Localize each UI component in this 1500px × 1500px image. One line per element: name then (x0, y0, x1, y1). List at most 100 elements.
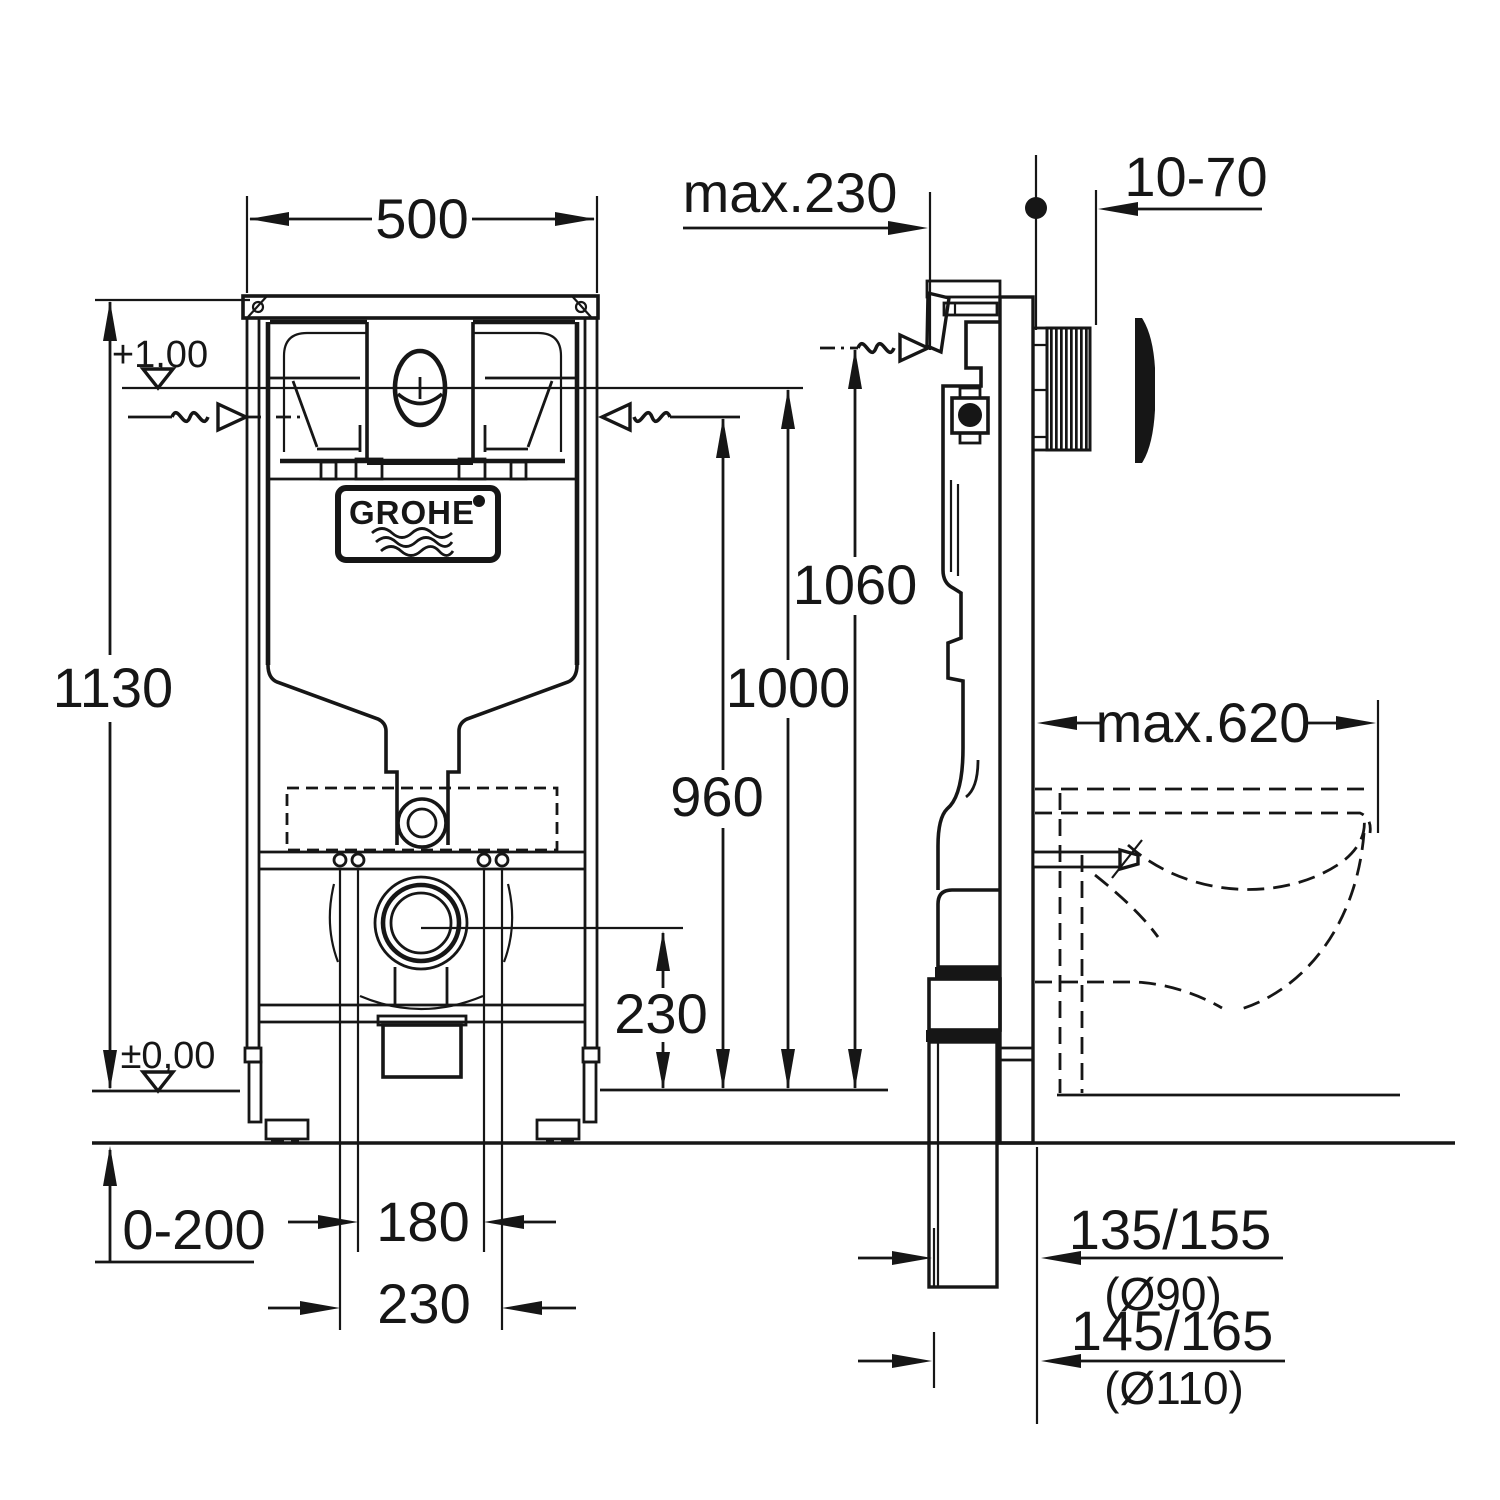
arrowhead-left (1041, 1354, 1081, 1368)
stud-rod-outer (338, 868, 504, 1330)
foot-plate-right (535, 1118, 581, 1141)
drain-outer-ring (373, 875, 469, 971)
arrowhead-up (848, 349, 862, 389)
drain-socket-lower (927, 977, 1002, 1032)
drain-outlet (328, 875, 514, 1079)
dim-sublabel: (Ø110) (1104, 1362, 1244, 1414)
drain-socket (381, 1023, 463, 1079)
foot-right (582, 1060, 598, 1124)
foot-joint-left (243, 1046, 263, 1064)
corner-screw-icon (251, 300, 265, 314)
bowl-bottom-curve (1035, 980, 1223, 1010)
dim-bowl-depth-max620: max.620 (1037, 691, 1380, 833)
dim-height-1130: 1130 (53, 298, 250, 1090)
dim-outlet-height-230: 230 (614, 931, 708, 1089)
drain-side-arc (328, 883, 340, 963)
dim-label: 10-70 (1124, 145, 1267, 208)
corner-screw-tick (247, 295, 268, 318)
flush-button-split (396, 392, 444, 406)
stud-rod-inner (356, 868, 486, 1252)
top-rail-side (925, 279, 1002, 299)
dim-label: 1130 (53, 656, 173, 719)
cistern-inner-liner (282, 331, 563, 452)
supply-arrow-icon (597, 401, 632, 433)
arrowhead-up (716, 418, 730, 458)
level-triangle-icon (139, 367, 177, 391)
mechanism-block (319, 460, 338, 481)
side-view (925, 155, 1372, 1289)
dim-label: 145/165 (1071, 1299, 1273, 1362)
water-supply-arrow-side (820, 332, 933, 364)
drain-mid-ring (380, 882, 462, 964)
dim-label: 0-200 (122, 1198, 265, 1261)
arrowhead-down (656, 1052, 670, 1089)
frame-top-rail (241, 294, 600, 320)
dim-height-1060: 1060 (793, 349, 918, 1089)
dim-offset-110: 145/165 (Ø110) (858, 1299, 1285, 1414)
drain-seal (935, 967, 1000, 979)
mechanism-block (457, 457, 487, 481)
arrowhead-left (1041, 1251, 1081, 1265)
level-triangle-icon (139, 1070, 177, 1094)
arrowhead-up (656, 931, 670, 971)
arrowhead-right (892, 1251, 932, 1265)
cistern-side-walls (265, 322, 580, 665)
supply-arrow-icon (216, 401, 251, 433)
foot-left (247, 1060, 263, 1124)
foot-plate-left (264, 1118, 310, 1141)
frame-rail-right (583, 316, 599, 1050)
dim-label: 500 (375, 187, 468, 250)
dim-label: 180 (376, 1190, 469, 1253)
dim-frame-depth-max230: max.230 (683, 161, 932, 350)
arrowhead-up (781, 389, 795, 429)
stud-hole (350, 852, 366, 868)
arrowhead-left (484, 1215, 524, 1229)
dim-label: 230 (614, 982, 707, 1045)
bowl-rim-line (1035, 811, 1372, 834)
cistern-inner-lines (949, 480, 960, 576)
bowl-inner-curve (1094, 873, 1160, 938)
drain-socket-upper (936, 888, 1000, 969)
stud-hole (494, 852, 510, 868)
break-squiggle-icon (632, 410, 672, 424)
drain-bell-arc (359, 994, 484, 1011)
flush-bend-inner (965, 759, 980, 799)
dim-label: 1000 (726, 656, 851, 719)
bowl-back-curve (1127, 817, 1366, 891)
dim-label: 960 (670, 765, 763, 828)
mechanism-block (354, 457, 384, 481)
dim-height-960: 960 (670, 418, 764, 1089)
level-markers: +1,00 ±0,00 (92, 332, 933, 1094)
logo-wave (371, 527, 453, 539)
break-squiggle-icon (856, 341, 896, 355)
actuation-opening (365, 322, 475, 462)
dim-label: 230 (377, 1272, 470, 1335)
bolt-housing (950, 396, 990, 435)
level-label-floor: ±0,00 (121, 1035, 216, 1077)
drain-side-arc (502, 883, 514, 963)
logo-wave (375, 536, 454, 548)
arrowhead-right (555, 212, 595, 226)
arrowhead-right (1336, 716, 1376, 730)
floor-lines (92, 1088, 1455, 1145)
corner-screw-icon (574, 300, 588, 314)
dim-stud-230: 230 (268, 1272, 576, 1335)
dim-offset-90: 135/155 (Ø90) (858, 1198, 1283, 1320)
bracket-rod (942, 301, 999, 317)
frame-rail-left (245, 316, 261, 1050)
arrowhead-right (892, 1354, 932, 1368)
arrowhead-up (103, 1146, 117, 1186)
protection-housing-hatched (1045, 326, 1092, 452)
service-opening-dashed (285, 786, 559, 852)
actuation-plate-side (1135, 318, 1155, 463)
cistern-funnel-right (446, 664, 579, 845)
water-supply-arrow-left (128, 401, 300, 433)
water-supply-arrow-right (597, 401, 740, 433)
dim-label: 1060 (793, 553, 918, 616)
arrowhead-left (1037, 716, 1077, 730)
cistern-funnel-left (266, 664, 399, 845)
arrowhead-right (318, 1215, 358, 1229)
brand-logo-text: GROHE (349, 494, 475, 531)
supply-arrow-icon (898, 332, 933, 364)
